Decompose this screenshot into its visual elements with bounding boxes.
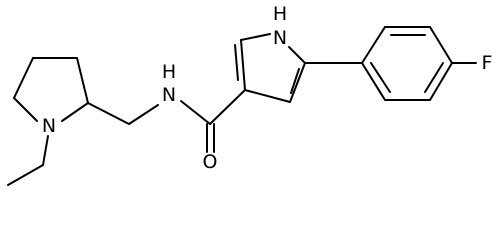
bond-linker-1 [87,102,130,125]
bond-phenyl-3 [429,26,453,64]
bond-amide-c-pyrrole [209,89,246,125]
bond-pyrrole-double-2 [290,68,300,94]
bond-pyrrole-c4-c5 [289,62,306,103]
bond-pyrrole-c2-n1 [240,33,271,41]
bond-pyrrole-c3-c2 [240,39,246,91]
bond-ethyl-ch3 [7,164,44,186]
bond-linker-2 [128,104,159,125]
bond-skeleton [7,26,477,186]
bond-phenyl-1 [361,26,386,64]
atom-label-pyrrole-h: H [273,3,287,25]
atom-label-amide-n: N [162,84,176,106]
bond-phenyl-double-2 [424,62,444,93]
bond-ethyl-ch2 [42,135,49,166]
molecule-diagram: F H N H N O N [7,3,493,186]
atom-label-carbonyl-o: O [203,151,218,173]
bond-phenyl-4 [429,62,453,101]
atom-label-amide-h: H [162,61,176,83]
bond-pyrrolidine-2 [13,57,34,99]
bond-phenyl-double-3 [370,62,391,93]
bond-pyrrole-c3-c4 [244,89,291,103]
bond-phenyl-6 [361,62,386,101]
bond-pyrrole-c5-n1 [288,46,306,64]
atom-label-f: F [482,52,493,74]
bond-pyrrolidine-4 [76,57,89,104]
atom-label-pyrrole-n: N [273,27,287,49]
bond-amide-n-c [180,100,211,125]
atom-label-pyrrolidine-n: N [42,115,56,137]
bond-pyrrolidine-1 [13,97,38,122]
bond-pyrrolidine-5 [61,102,89,122]
bond-pyrrole-double-1 [234,44,239,81]
atom-labels: F H N H N O N [42,3,493,173]
